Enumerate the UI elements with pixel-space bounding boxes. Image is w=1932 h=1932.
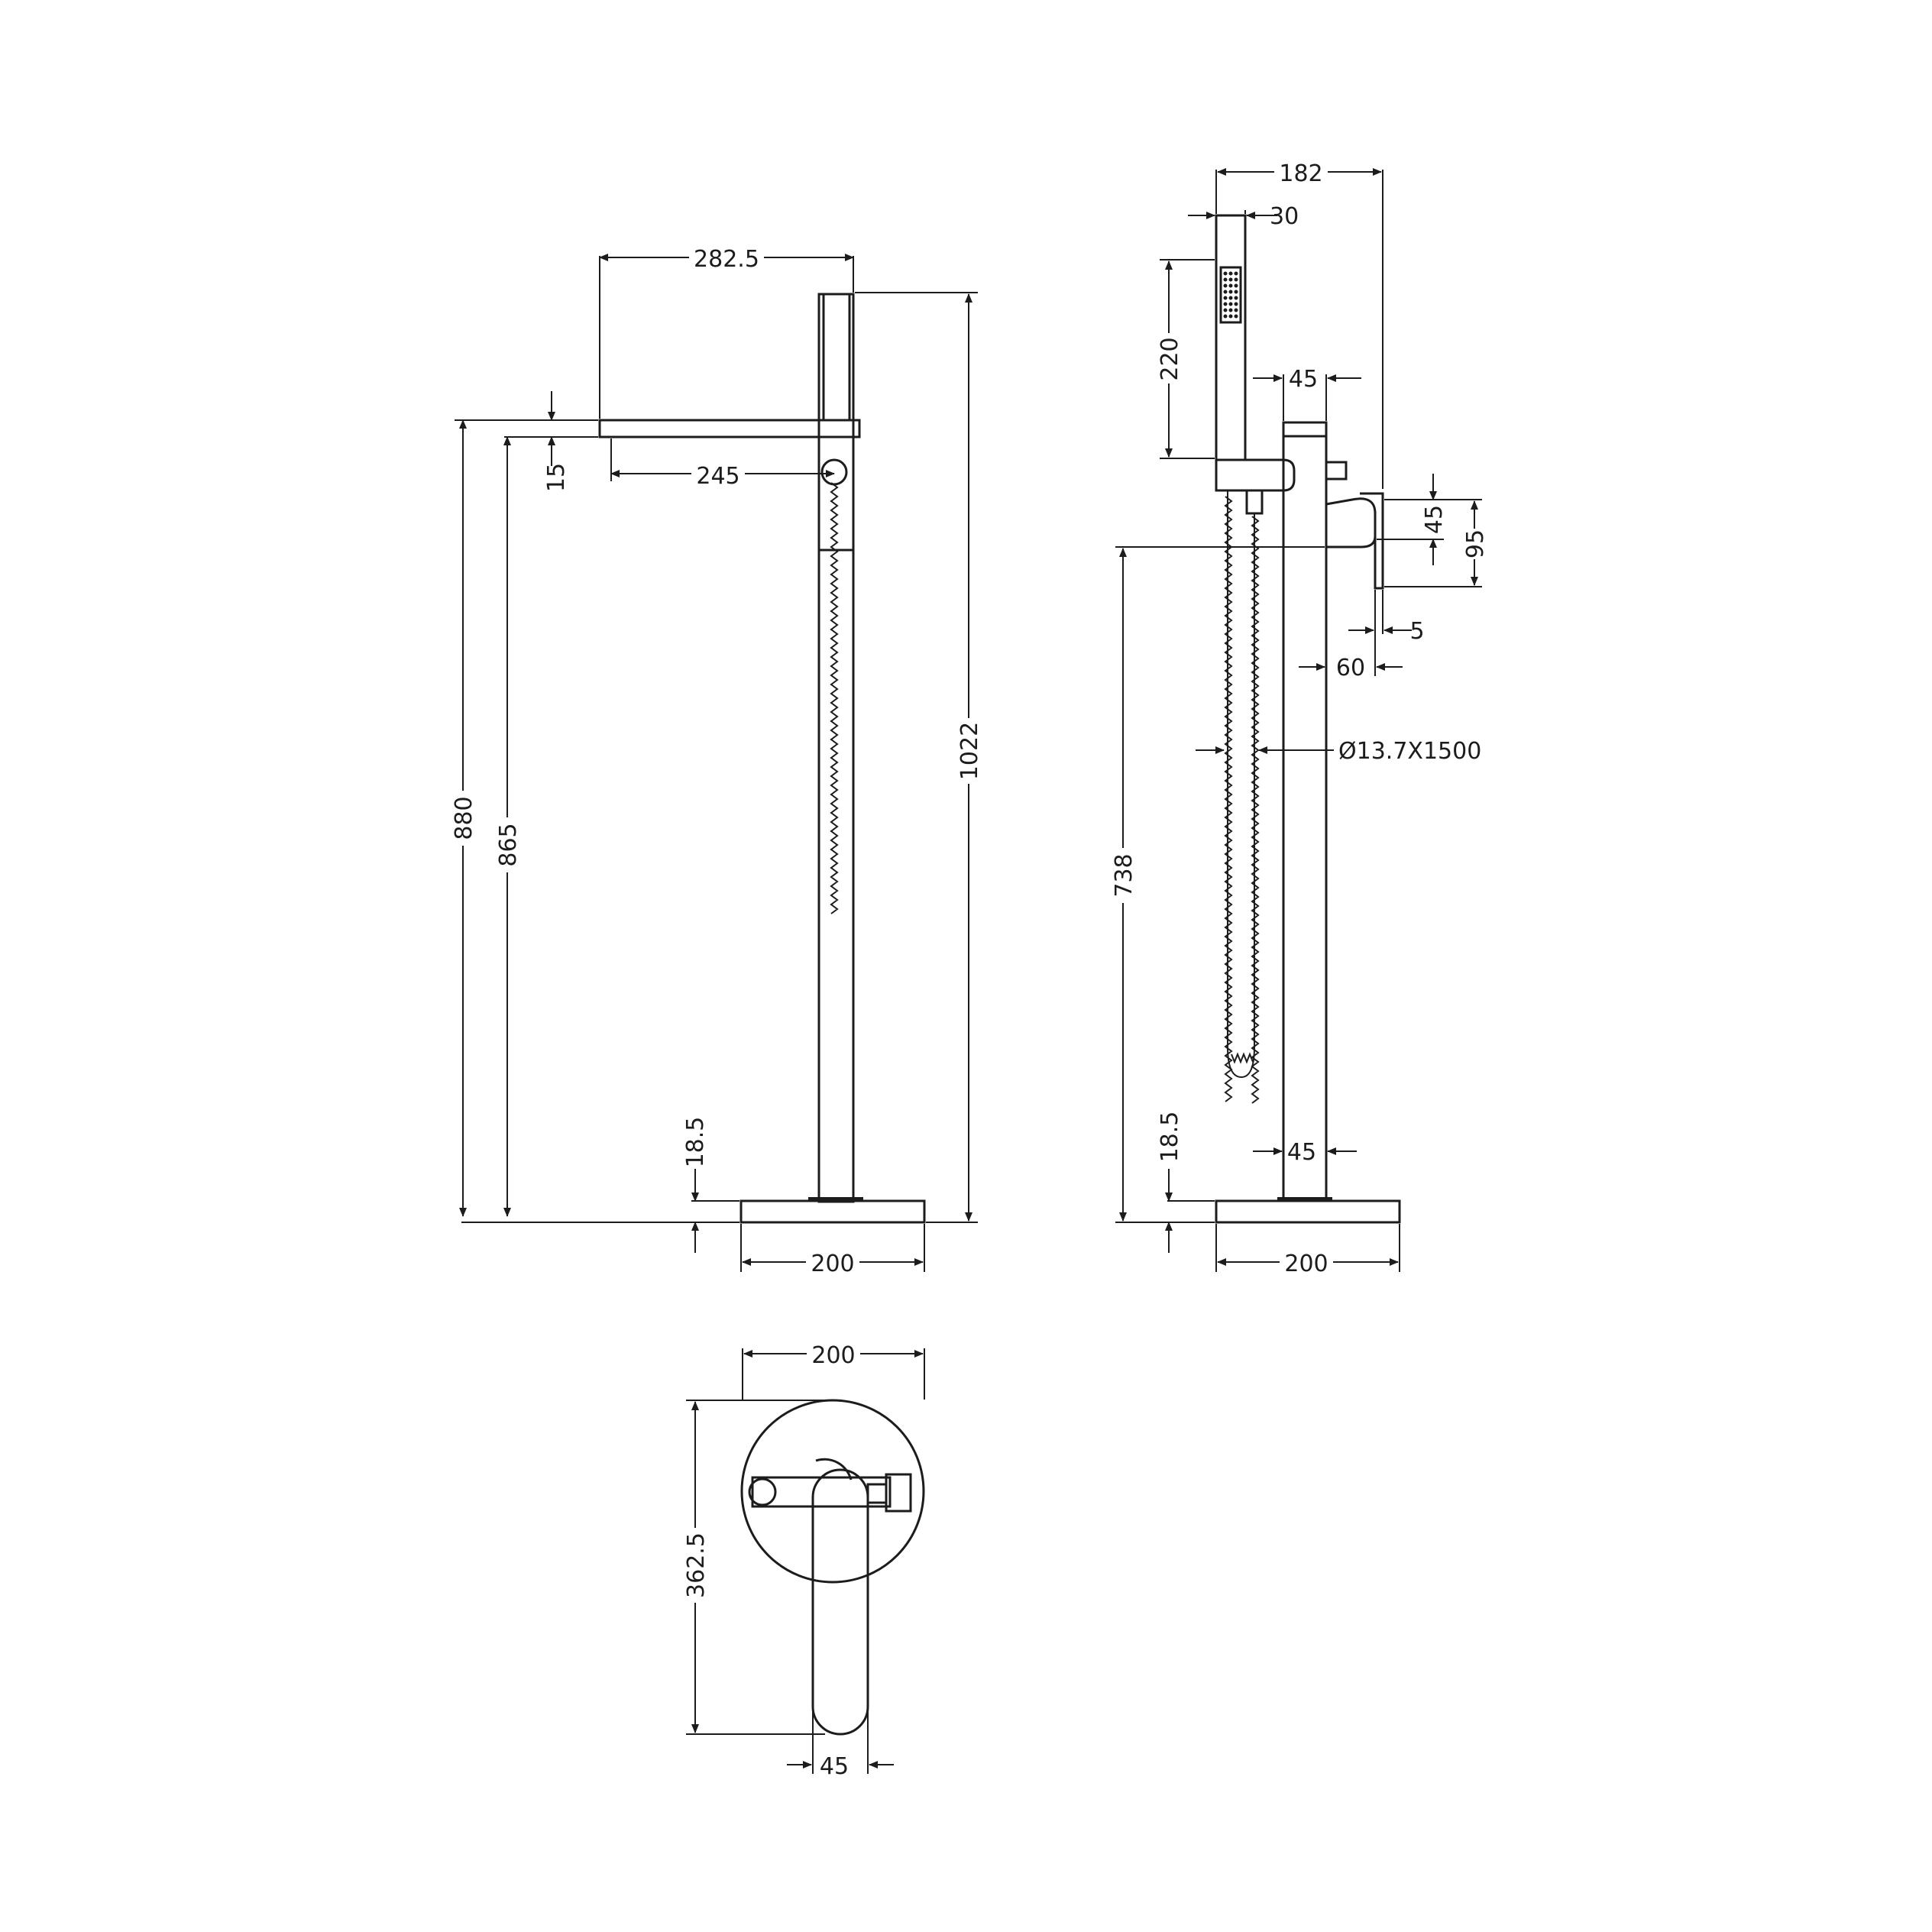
top-lever	[811, 1468, 869, 1736]
side-dim-height-to-lever: 738	[1111, 853, 1138, 897]
dim-label-bg	[1274, 159, 1328, 186]
side-dim-overall-depth: 182	[1279, 160, 1322, 187]
top-hose-nut	[866, 1483, 888, 1504]
front-dim-spout-length: 282.5	[694, 246, 759, 273]
side-dim-lever-projection: 60	[1336, 655, 1365, 681]
dim-label-bg	[807, 1340, 860, 1367]
front-column	[817, 293, 855, 1203]
side-dim-column-diameter: 45	[1289, 366, 1318, 393]
side-dim-base-thickness: 18.5	[1157, 1112, 1183, 1163]
side-dim-lever-height: 45	[1421, 505, 1448, 534]
front-dim-overall-height: 1022	[956, 722, 983, 780]
dim-label-bg	[806, 1248, 859, 1276]
front-view: 282.5 245 15 880 865 1022 18.5	[448, 243, 984, 1277]
front-dim-spout-thickness: 15	[543, 463, 570, 492]
dim-label-bg	[953, 718, 984, 784]
side-dim-column-diameter-lower: 45	[1287, 1139, 1316, 1166]
side-handset-spray-face	[1219, 266, 1242, 324]
side-hose-right	[1251, 516, 1260, 1104]
dim-label-bg	[1280, 1248, 1333, 1276]
dim-label-bg	[689, 243, 764, 270]
side-nipple	[1325, 461, 1348, 481]
front-handset	[822, 293, 851, 422]
dim-label-bg	[680, 1528, 710, 1603]
side-dim-handset-width: 30	[1270, 203, 1299, 230]
front-base-plate	[739, 1199, 926, 1224]
top-dim-lever-width: 45	[820, 1753, 849, 1780]
side-dim-hose-spec: Ø13.7X1500	[1338, 738, 1481, 765]
front-dim-outlet-offset: 245	[696, 463, 739, 490]
side-dim-base-diameter: 200	[1284, 1251, 1328, 1277]
top-column-ring	[815, 1458, 853, 1481]
front-spout-bar	[598, 419, 861, 439]
side-spray-nozzles	[1223, 271, 1238, 319]
dim-label-bg	[1154, 333, 1184, 383]
dim-label-bg	[492, 817, 523, 872]
dim-label-bg	[448, 791, 478, 846]
front-hose-holder	[820, 458, 848, 486]
side-view: 182 30 220 45 45 95 5	[1108, 159, 1490, 1277]
front-base-collar	[808, 1197, 863, 1202]
top-dim-overall-length: 362.5	[683, 1532, 710, 1598]
side-column	[1282, 421, 1328, 1202]
top-dim-base-diameter: 200	[811, 1342, 855, 1369]
side-handset-holder	[1215, 458, 1296, 492]
side-dim-lever-thickness: 5	[1409, 618, 1424, 645]
side-hose-outline	[1227, 490, 1255, 1079]
front-dim-height-spout-bottom: 865	[495, 823, 522, 866]
side-dim-lever-overall-height: 95	[1462, 529, 1489, 558]
side-hose-bend	[1231, 1052, 1254, 1064]
side-hose-left	[1224, 496, 1233, 1102]
front-hose	[830, 482, 839, 914]
side-hose-holder	[1245, 489, 1264, 515]
dim-label-bg	[691, 460, 745, 487]
front-dim-base-diameter: 200	[811, 1251, 854, 1277]
dim-label-bg	[1459, 529, 1490, 559]
side-lever-handle	[1360, 492, 1384, 590]
top-view: 200 362.5 45	[680, 1340, 925, 1780]
front-dim-height-spout-top: 880	[451, 796, 477, 840]
side-base-plate	[1215, 1199, 1401, 1224]
top-base-disc	[740, 1399, 925, 1584]
side-handset	[1215, 214, 1247, 461]
top-spout-end	[748, 1477, 777, 1506]
side-column-cap	[1282, 421, 1328, 438]
side-dim-handset-length: 220	[1157, 337, 1183, 380]
side-lever-body	[1325, 497, 1377, 549]
dim-label-bg	[1108, 848, 1138, 903]
front-dim-base-thickness: 18.5	[682, 1117, 709, 1168]
side-base-collar	[1277, 1197, 1332, 1202]
